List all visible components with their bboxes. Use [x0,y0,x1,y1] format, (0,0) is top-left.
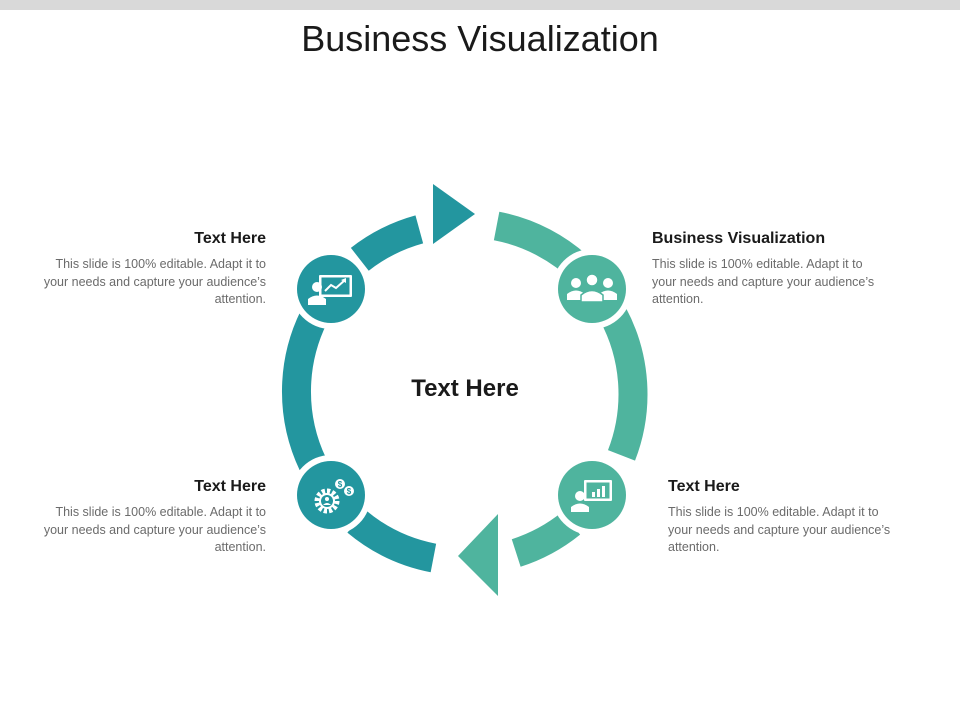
arc-left-top [350,215,424,271]
text-block-heading: Business Visualization [652,230,826,247]
svg-text:$: $ [338,480,343,489]
center-label: Text Here [411,375,519,402]
arc-right-bottom [511,511,581,567]
arrowhead-bottom [458,514,498,596]
text-block-heading: Text Here [194,478,266,495]
presentation-chart-icon [308,275,352,305]
text-block-bottom-left: Text Here This slide is 100% editable. A… [34,478,266,557]
text-block-body: This slide is 100% editable. Adapt it to… [668,505,891,554]
node-bottom-left: $ $ [291,455,371,535]
arc-left [282,310,327,471]
svg-text:$: $ [347,487,352,496]
text-block-top-right: Business Visualization This slide is 100… [652,230,884,309]
team-icon [567,273,617,303]
text-block-body: This slide is 100% editable. Adapt it to… [43,257,266,306]
node-top-left [291,249,371,329]
arc-left-bottom [347,510,437,573]
text-block-body: This slide is 100% editable. Adapt it to… [652,257,875,306]
text-block-bottom-right: Text Here This slide is 100% editable. A… [668,478,900,557]
text-block-heading: Text Here [668,478,740,495]
arc-right [599,307,648,461]
text-block-top-left: Text Here This slide is 100% editable. A… [34,230,266,309]
node-top-right [552,249,632,329]
node-bottom-right [552,455,632,535]
text-block-heading: Text Here [194,230,266,247]
top-bar [0,0,960,10]
gear-money-icon: $ $ [314,479,354,514]
text-block-body: This slide is 100% editable. Adapt it to… [43,505,266,554]
slide-title: Business Visualization [301,18,659,59]
arrowhead-top [433,184,475,244]
user-board-icon [571,480,612,512]
